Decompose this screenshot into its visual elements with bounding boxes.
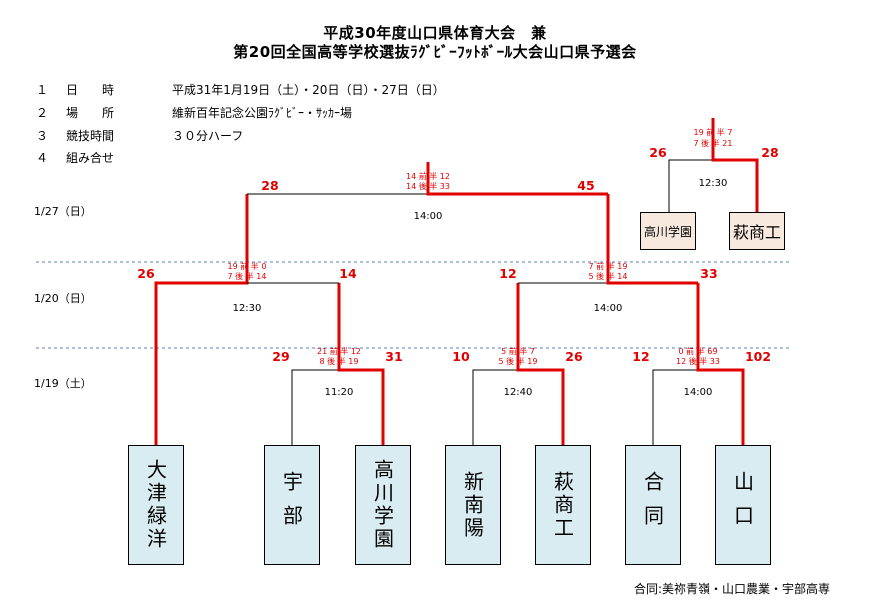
side-time: 12:30 (698, 178, 728, 189)
r1b-half2: 5 後 半 19 (498, 357, 538, 366)
info-value-date: 平成31年1月19日（土）・20日（日）・27日（日） (172, 83, 445, 97)
final-score-left: 28 (261, 178, 279, 193)
r2b-half1: 7 前 半 19 (588, 262, 628, 271)
r2a-score-right: 14 (339, 266, 357, 281)
info-no-2: ２ (36, 106, 49, 120)
combined-team-note: 合同:美祢青嶺・山口農業・宇部高専 (633, 582, 830, 596)
info-value-venue: 維新百年記念公園ﾗｸﾞﾋﾞｰ・ｻｯｶｰ場 (172, 106, 353, 120)
r1b-time: 12:40 (503, 387, 533, 398)
r1a-time: 11:20 (324, 387, 354, 398)
info-no-4: ４ (36, 151, 49, 165)
bracket-line-takagawa (337, 283, 385, 445)
team-box-shinnanyo: 新南陽 (445, 445, 501, 565)
final-half2: 14 後 半 33 (406, 182, 450, 191)
team-name: 合同 (640, 471, 665, 539)
r1a-half1: 21 前 半 12 (317, 347, 361, 356)
bracket-line-final-winner (426, 162, 608, 196)
team-name: 山口 (730, 471, 755, 539)
team-box-otsu: 大津緑洋 (128, 445, 184, 565)
r1c-score-left: 12 (632, 349, 650, 364)
info-value-duration: ３０分ハーフ (172, 129, 244, 143)
r2b-score-left: 12 (499, 266, 517, 281)
bracket-line-side-winner (711, 118, 759, 212)
r1b-score-right: 26 (565, 349, 583, 364)
team-name: 宇部 (279, 471, 304, 539)
bracket-line-r2b-winner (606, 194, 698, 285)
bracket-line-shinnanyo (472, 369, 518, 445)
side-half2: 7 後 半 21 (693, 139, 733, 148)
final-time: 14:00 (413, 211, 443, 222)
r2a-half2: 7 後 半 14 (227, 272, 267, 281)
bracket-line-hagishoko (516, 283, 565, 445)
r1b-score-left: 10 (452, 349, 470, 364)
info-label-duration: 競技時間 (66, 129, 115, 143)
side-score-left: 26 (649, 145, 667, 160)
r2b-half2: 5 後 半 14 (588, 272, 628, 281)
bracket-line-yamaguchi (696, 283, 745, 445)
team-box-godo: 合同 (625, 445, 681, 565)
info-label-venue: 場 所 (66, 106, 115, 120)
side-half1: 19 前 半 7 (693, 128, 733, 137)
r2b-score-right: 33 (700, 266, 718, 281)
date-label-0127: 1/27（日） (34, 205, 92, 218)
side-team-takagawa: 高川学園 (640, 212, 696, 250)
page-subtitle: 第20回全国高等学校選抜ﾗｸﾞﾋﾞｰﾌｯﾄﾎﾞｰﾙ大会山口県予選会 (233, 43, 637, 61)
r1c-half1: 0 前 半 69 (678, 347, 718, 356)
final-half1: 14 前 半 12 (406, 172, 450, 181)
team-name: 萩商工 (550, 470, 575, 540)
r2a-time: 12:30 (232, 303, 262, 314)
team-name: 新南陽 (460, 470, 485, 540)
r1a-score-right: 31 (385, 349, 403, 364)
bracket-line-otsu (154, 194, 249, 445)
r1c-time: 14:00 (683, 387, 713, 398)
r2a-score-left: 26 (137, 266, 155, 281)
info-no-1: １ (36, 83, 49, 97)
team-box-yamaguchi: 山口 (715, 445, 771, 565)
team-name: 大津緑洋 (143, 459, 168, 551)
date-label-0119: 1/19（土） (34, 377, 92, 390)
team-name: 高川学園 (370, 459, 395, 551)
side-score-right: 28 (761, 145, 779, 160)
team-box-takagawa: 高川学園 (355, 445, 411, 565)
r1a-score-left: 29 (272, 349, 290, 364)
info-no-3: ３ (36, 129, 49, 143)
bracket-line-side-loser (668, 159, 713, 212)
bracket-line-ube (291, 369, 339, 445)
team-box-hagishoko: 萩商工 (535, 445, 591, 565)
info-label-date: 日 時 (66, 83, 115, 97)
bracket-line-godo (652, 369, 698, 445)
r1b-half1: 5 前 半 7 (501, 347, 535, 356)
team-box-ube: 宇部 (264, 445, 320, 565)
date-label-0120: 1/20（日） (34, 292, 92, 305)
page-title: 平成30年度山口県体育大会 兼 (323, 24, 547, 42)
r2b-time: 14:00 (593, 303, 623, 314)
r1a-half2: 8 後 半 19 (319, 357, 359, 366)
side-team-hagishoko: 萩商工 (729, 212, 785, 250)
info-label-bracket: 組み合せ (66, 151, 115, 165)
r1c-score-right: 102 (744, 349, 772, 364)
final-score-right: 45 (577, 178, 595, 193)
r2a-half1: 19 前 半 0 (227, 262, 267, 271)
r1c-half2: 12 後 半 33 (676, 357, 720, 366)
